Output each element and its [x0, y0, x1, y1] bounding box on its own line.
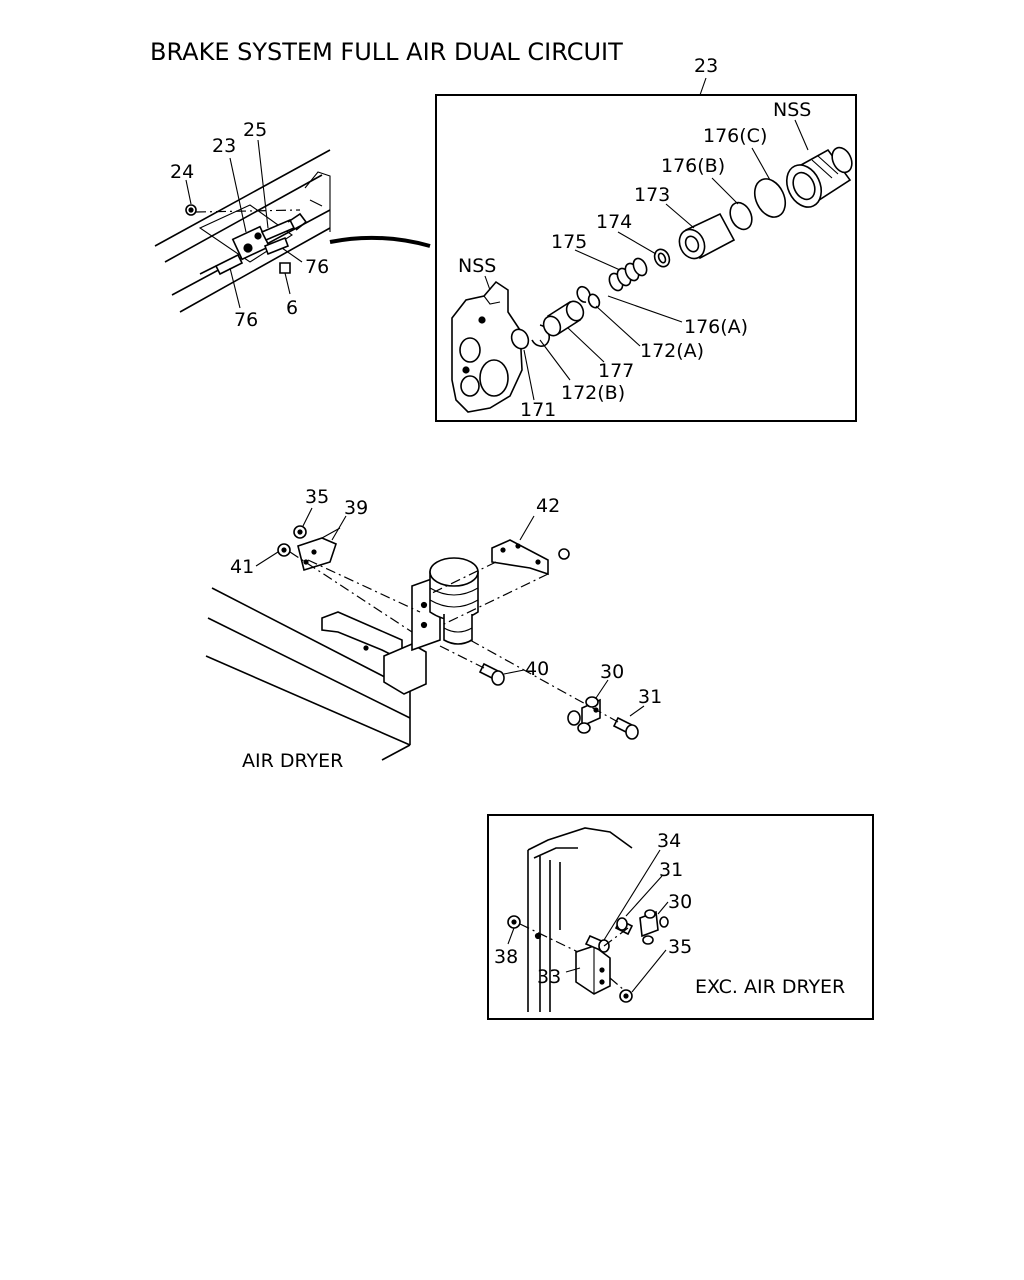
detail-pointer-arrow	[329, 235, 431, 248]
spring-175	[608, 257, 648, 292]
air-dryer-canister	[429, 557, 479, 645]
dryer-assembly-centerlines	[289, 551, 619, 723]
bracket-33	[575, 945, 611, 995]
piston-177	[542, 300, 585, 337]
label-31: 31	[638, 686, 662, 708]
label-172a: 172(A)	[640, 340, 704, 362]
label-175: 175	[551, 231, 587, 253]
bolt-31-icon	[612, 716, 639, 740]
label-176a: 176(A)	[684, 316, 748, 338]
label-6: 6	[286, 297, 298, 319]
bolt-31-exc-icon	[614, 917, 634, 936]
bracket-39	[297, 527, 341, 572]
bolt-34-icon	[584, 934, 610, 953]
label-176c: 176(C)	[703, 125, 767, 147]
label-177: 177	[598, 360, 634, 382]
sleeve-173	[678, 212, 736, 260]
bolt-40-icon	[478, 662, 505, 686]
bracket-42	[491, 539, 570, 576]
label-38: 38	[494, 946, 518, 968]
exc-leader-lines	[507, 849, 669, 993]
label-25: 25	[243, 119, 267, 141]
label-31-exc: 31	[659, 859, 683, 881]
label-nss-housing: NSS	[458, 255, 496, 277]
label-76-upper: 76	[305, 256, 329, 278]
overview-leader-lines	[185, 139, 303, 309]
label-33: 33	[537, 966, 561, 988]
frame-rail-air-dryer	[205, 587, 421, 761]
diagram-title: BRAKE SYSTEM FULL AIR DUAL CIRCUIT	[150, 38, 623, 66]
label-173: 173	[634, 184, 670, 206]
frame-rail-overview	[154, 149, 331, 313]
o-ring-176c	[753, 178, 787, 218]
ring-171	[510, 328, 530, 350]
label-171: 171	[520, 399, 556, 421]
dryer-leader-lines	[255, 507, 645, 717]
label-30-exc: 30	[668, 891, 692, 913]
label-24: 24	[170, 161, 194, 183]
detail-leader-lines	[484, 119, 809, 401]
o-ring-176b	[729, 201, 753, 231]
detail-callout-23: 23	[694, 55, 718, 77]
end-cap-fitting	[785, 146, 853, 208]
exc-air-dryer-caption: EXC. AIR DRYER	[695, 976, 845, 998]
label-23: 23	[212, 135, 236, 157]
label-nss-cap: NSS	[773, 99, 811, 121]
exc-centerlines	[519, 923, 629, 991]
detail-box-23	[435, 94, 857, 422]
label-76-lower: 76	[234, 309, 258, 331]
connector-30-exc-icon	[639, 909, 669, 945]
valve-housing	[451, 280, 523, 413]
label-172b: 172(B)	[561, 382, 625, 404]
label-174: 174	[596, 211, 632, 233]
label-35-exc: 35	[668, 936, 692, 958]
exc-air-dryer-box	[487, 814, 874, 1020]
label-176b: 176(B)	[661, 155, 725, 177]
air-dryer-caption: AIR DRYER	[242, 750, 343, 772]
label-41: 41	[230, 556, 254, 578]
label-30: 30	[600, 661, 624, 683]
label-35: 35	[305, 486, 329, 508]
label-40: 40	[525, 658, 549, 680]
label-39: 39	[344, 497, 368, 519]
connector-30-icon	[567, 696, 601, 734]
label-42: 42	[536, 495, 560, 517]
ring-172a	[587, 293, 601, 309]
label-34: 34	[657, 830, 681, 852]
